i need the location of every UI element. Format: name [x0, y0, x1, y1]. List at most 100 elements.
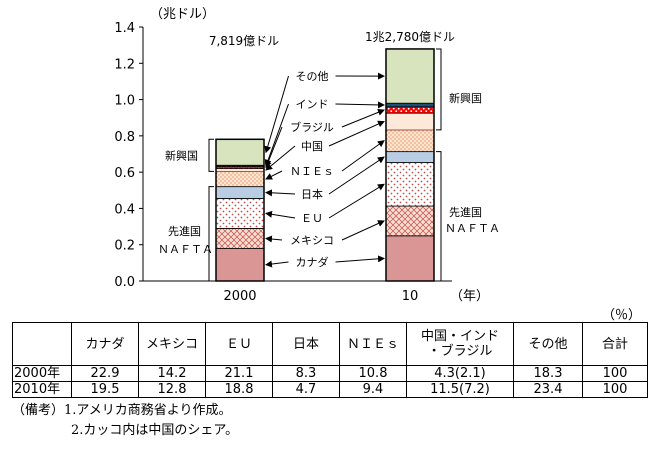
- table-header-cell: 中国・インド ・ブラジル: [406, 322, 514, 366]
- bar-outline: [215, 138, 265, 282]
- table-cell: 100: [582, 381, 648, 398]
- developed-bracket-2010: [436, 151, 442, 282]
- table-header-cell: [12, 322, 72, 366]
- callout-arrow: [265, 145, 296, 171]
- table-header-cell: ＮＩＥｓ: [339, 322, 407, 366]
- bar-segment: [215, 186, 265, 199]
- notes: （備考）1.アメリカ商務省より作成。 2.カッコ内は中国のシェア。: [12, 401, 238, 441]
- bar-segment: [215, 168, 265, 172]
- callout-arrow: [335, 101, 385, 109]
- callout-label: ブラジル: [290, 120, 334, 134]
- callout-label: ＥＵ: [301, 212, 323, 225]
- table-cell: 8.3: [272, 365, 340, 382]
- developed-label-2010: 先進国: [449, 206, 482, 219]
- table-header-cell: その他: [513, 322, 583, 366]
- callout-label: インド: [296, 98, 329, 111]
- bar-segment: [215, 198, 265, 229]
- total-label-2010: 1兆2,780億ドル: [365, 30, 455, 44]
- emerging-label-2010: 新興国: [449, 91, 482, 105]
- callout-arrow: [328, 156, 385, 195]
- table-cell: 4.7: [272, 381, 340, 398]
- callout-arrow: [264, 126, 283, 169]
- bar-segment: [385, 151, 435, 163]
- y-tick-label: 1.0: [114, 94, 135, 109]
- table-cell: 21.1: [205, 365, 273, 382]
- bar-segment: [385, 129, 435, 153]
- table-cell: 22.9: [71, 365, 139, 382]
- table-cell: 18.8: [205, 381, 273, 398]
- bar-segment: [385, 48, 435, 104]
- note-line-1: （備考）1.アメリカ商務省より作成。: [12, 403, 232, 418]
- total-label-2000: 7,819億ドル: [209, 34, 279, 48]
- table-cell: 12.8: [138, 381, 206, 398]
- bar-segment: [385, 235, 435, 282]
- share-table: カナダ メキシコ ＥＵ 日本 ＮＩＥｓ 中国・インド ・ブラジル その他 合計 …: [12, 322, 648, 398]
- table-cell: 11.5(7.2): [406, 381, 514, 398]
- nafta-label-2000: ＮＡＦＴＡ: [158, 243, 213, 256]
- table-cell: 10.8: [339, 365, 407, 382]
- emerging-bracket-2000: [208, 138, 214, 172]
- bar-outline: [385, 48, 435, 282]
- emerging-label-2000: 新興国: [165, 148, 198, 162]
- table-cell: 100: [582, 365, 648, 382]
- x-tick-label: 10: [402, 289, 419, 304]
- table-cell: 4.3(2.1): [406, 365, 514, 382]
- callout-label: その他: [296, 70, 329, 83]
- callout-label: カナダ: [296, 255, 329, 269]
- table-header-cell: 日本: [272, 322, 340, 366]
- bar-segment: [215, 227, 265, 249]
- y-tick-label: 0.2: [114, 239, 135, 254]
- nafta-label-2010: ＮＡＦＴＡ: [445, 222, 500, 235]
- table-row: 2000年 22.9 14.2 21.1 8.3 10.8 4.3(2.1) 1…: [12, 365, 648, 382]
- bar-segment: [385, 162, 435, 207]
- callout-arrow: [341, 109, 385, 128]
- table-cell: 2010年: [12, 381, 72, 398]
- table-cell: 14.2: [138, 365, 206, 382]
- bar-segment: [385, 205, 435, 237]
- table-cell: 2000年: [12, 365, 72, 382]
- x-unit-label: （年）: [450, 289, 489, 304]
- callout-arrow: [265, 235, 283, 243]
- note-line-2: 2.カッコ内は中国のシェア。: [71, 423, 239, 438]
- y-tick-label: 0.0: [114, 275, 135, 290]
- table-cell: 23.4: [513, 381, 583, 398]
- bar-segment: [215, 138, 265, 166]
- y-tick-label: 0.6: [114, 166, 135, 181]
- callout-label: ＮＩＥｓ: [290, 165, 334, 178]
- callout-arrow: [265, 170, 283, 180]
- table-header-cell: メキシコ: [138, 322, 206, 366]
- table-cell: 18.3: [513, 365, 583, 382]
- callout-arrow: [265, 189, 296, 197]
- callout-arrow: [341, 220, 385, 241]
- developed-bracket-2000: [208, 186, 214, 282]
- callout-label: 中国: [301, 140, 323, 153]
- table-header-cell: ＥＵ: [205, 322, 273, 366]
- table-row: 2010年 19.5 12.8 18.8 4.7 9.4 11.5(7.2) 2…: [12, 381, 648, 398]
- bar-layer: [215, 48, 435, 282]
- bar-segment: [385, 106, 435, 114]
- bar-segment: [385, 102, 435, 108]
- callout-arrow: [264, 103, 289, 167]
- developed-label-2000: 先進国: [168, 225, 201, 238]
- table-cell: 9.4: [339, 381, 407, 398]
- table-header-cell: 合計: [582, 322, 648, 366]
- y-tick-label: 1.4: [114, 21, 135, 36]
- callout-arrow: [328, 183, 385, 219]
- table-header-row: カナダ メキシコ ＥＵ 日本 ＮＩＥｓ 中国・インド ・ブラジル その他 合計: [12, 322, 648, 366]
- table-header-cell: カナダ: [71, 322, 139, 366]
- callout-arrow: [264, 75, 289, 154]
- callout-arrow: [265, 210, 296, 219]
- callout-arrow: [335, 255, 385, 263]
- bar-segment: [215, 171, 265, 188]
- bar-segment: [215, 248, 265, 282]
- bar-segment: [385, 112, 435, 131]
- table-cell: 19.5: [71, 381, 139, 398]
- y-tick-label: 0.8: [114, 130, 135, 145]
- callout-arrow: [265, 260, 289, 268]
- callout-label: 日本: [301, 187, 323, 201]
- callout-label: メキシコ: [290, 234, 334, 247]
- table-unit-label: （％）: [602, 308, 642, 323]
- callout-arrow: [341, 140, 385, 172]
